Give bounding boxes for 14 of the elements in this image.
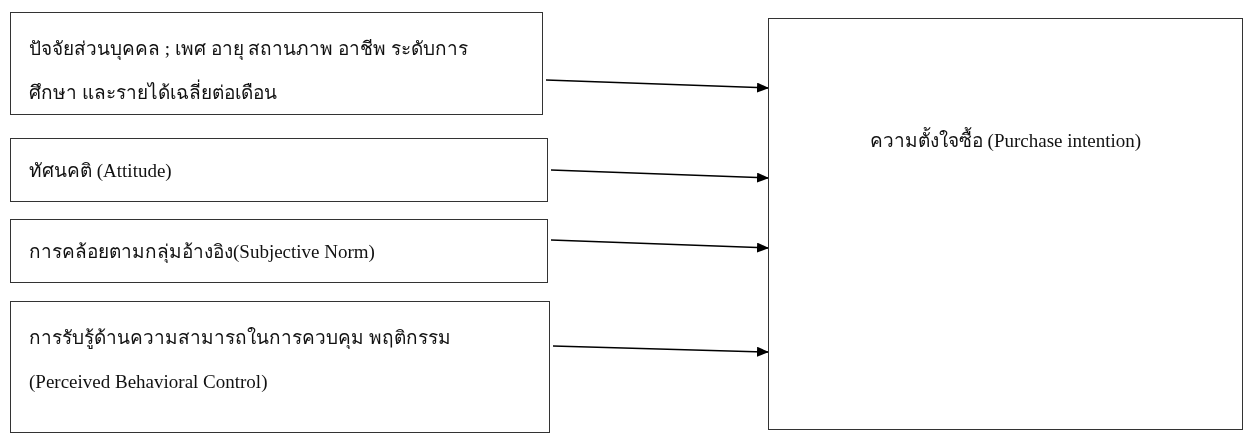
factor-box xyxy=(10,219,548,283)
box-text: ทัศนคติ (Attitude) xyxy=(29,159,173,183)
arrow xyxy=(550,169,769,183)
arrow xyxy=(550,239,769,253)
box-text: การคล้อยตามกลุ่มอ้างอิง(Subjective Norm) xyxy=(29,240,376,265)
box-text: ปัจจัยส่วนบุคคล ; เพศ อายุ สถานภาพ อาชีพ ระดับการศึกษา และรายได้เฉลี่ยต่อเดือน xyxy=(29,37,469,105)
box-text: การรับรู้ด้านความสามารถในการควบคุม พฤติกรรม (Perceived Behavioral Control) xyxy=(29,326,452,394)
factor-box xyxy=(10,301,550,433)
arrow xyxy=(552,345,769,357)
box-text: ความตั้งใจซื้อ (Purchase intention) xyxy=(769,127,1242,156)
factor-box xyxy=(768,18,1243,430)
factor-box xyxy=(10,12,543,115)
arrow xyxy=(545,79,769,93)
factor-box xyxy=(10,138,548,202)
